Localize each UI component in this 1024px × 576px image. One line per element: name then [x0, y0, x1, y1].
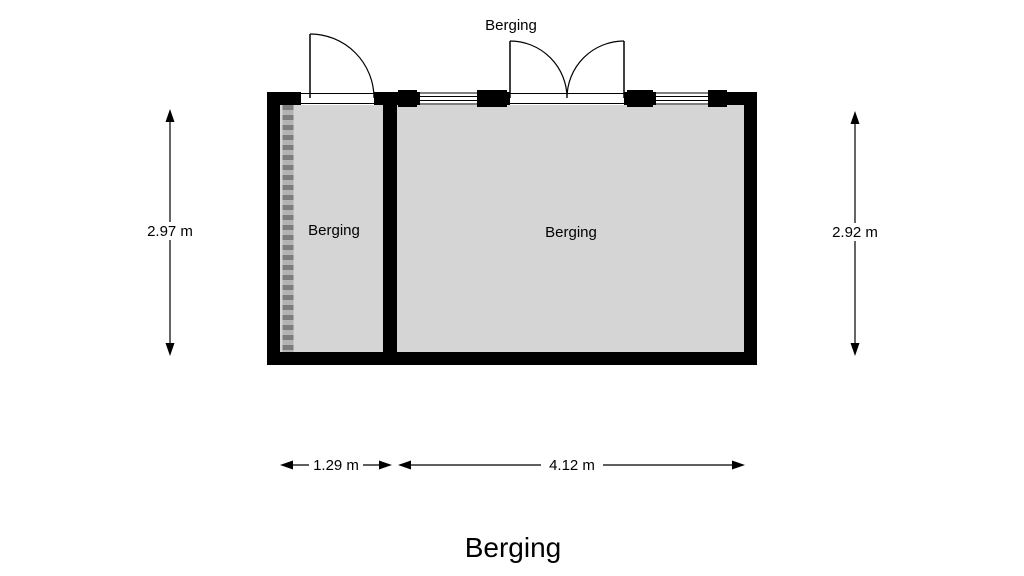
room-right-floor [397, 105, 744, 352]
door-opening-left [301, 92, 374, 105]
double-door-swing [509, 40, 625, 99]
arrow-left-icon [398, 460, 411, 470]
page-title: Berging [465, 532, 562, 563]
wall-pier [708, 90, 727, 107]
wall-piers [398, 90, 727, 107]
door-arc-middle-left [509, 40, 568, 99]
window-left-gap [420, 92, 477, 105]
door-opening-middle-gap [510, 92, 624, 105]
wall-pier [627, 90, 653, 107]
window-right [656, 92, 708, 105]
room-left-label: Berging [308, 222, 360, 239]
dimension-bottom-left: 1.29 m [280, 457, 392, 474]
dimension-bottom-left-label: 1.29 m [313, 457, 359, 474]
wall-pier [398, 90, 417, 107]
door-arc-middle-right [566, 40, 625, 99]
arrow-right-icon [732, 460, 745, 470]
arrow-up-icon [850, 111, 860, 124]
dimension-bottom-right-label: 4.12 m [549, 457, 595, 474]
window-left [420, 92, 477, 105]
arrow-down-icon [850, 343, 860, 356]
top-door-label: Berging [485, 17, 537, 34]
door-opening-left-gap [301, 92, 374, 105]
dimension-right: 2.92 m [832, 111, 878, 356]
dimension-right-label: 2.92 m [832, 224, 878, 241]
door-arc-left [309, 33, 375, 99]
arrow-left-icon [280, 460, 293, 470]
dimension-left: 2.97 m [147, 109, 193, 356]
window-right-gap [656, 92, 708, 105]
dimension-left-label: 2.97 m [147, 223, 193, 240]
room-left-floor [280, 105, 383, 352]
wall-pier [477, 90, 507, 107]
arrow-right-icon [379, 460, 392, 470]
door-swing-left [309, 33, 375, 99]
arrow-down-icon [165, 343, 175, 356]
room-right-label: Berging [545, 224, 597, 241]
arrow-up-icon [165, 109, 175, 122]
dimension-bottom-right: 4.12 m [398, 457, 745, 474]
